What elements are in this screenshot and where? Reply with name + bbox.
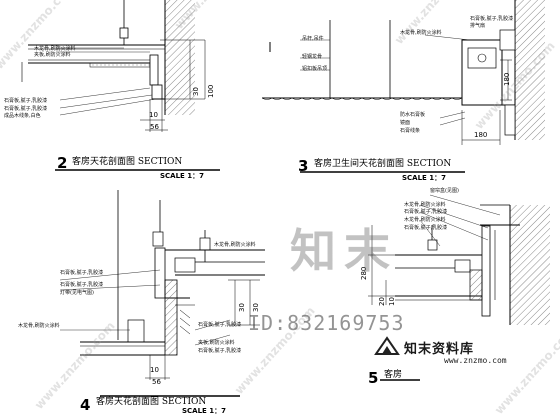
logo-url: www.znzmo.com [444, 356, 507, 365]
logo-icon [374, 336, 400, 355]
d4-label-1: 木龙骨,刷防火涂料 [214, 242, 256, 248]
d5-label-2: 木龙骨,刷防火涂料 [404, 202, 446, 208]
d2-label-1: 木龙骨,刷防火涂料 [34, 46, 76, 52]
d2-title: 客房天花剖面图 SECTION [72, 157, 183, 167]
d3-scale: SCALE 1：7 [402, 174, 447, 182]
d2-label-4: 石膏板,腻子,乳胶漆 [4, 106, 48, 112]
big-watermark: 知末 [290, 224, 398, 278]
d4-number: 4 [80, 396, 91, 414]
d4-dim-4: 56 [152, 378, 161, 386]
d2-dim-2: 100 [207, 84, 215, 98]
d2-number: 2 [57, 154, 68, 172]
d5-label-1: 窗帘盒(见图) [430, 188, 459, 194]
watermark-1: www.znzmo.com [0, 0, 78, 72]
d5-number: 5 [368, 369, 379, 387]
d5-label-5: 石膏板,腻子,乳胶漆 [404, 225, 448, 231]
d3-label-3: 铝扣板吊顶 [302, 66, 328, 72]
d2-dim-3: 10 [149, 111, 158, 119]
d5-dim-3: 10 [388, 297, 396, 306]
d2-label-2: 夹板,刷防火涂料 [34, 52, 71, 58]
d5-title: 客房 [384, 370, 403, 380]
watermark-7: www.znzmo.com [492, 324, 560, 417]
d3-label-5: 石膏板,腻子,乳胶漆 [470, 16, 514, 22]
d4-label-5: 木龙骨,刷防火涂料 [18, 323, 60, 329]
d2-label-3: 石膏板,腻子,乳胶漆 [4, 98, 48, 104]
d3-label-1: 吊杆,吊件 [302, 36, 324, 42]
id-label: ID: [248, 311, 288, 335]
d4-label-4: 灯带(见电气图) [60, 290, 94, 296]
d4-scale: SCALE 1：7 [182, 407, 227, 415]
d3-label-9: 石膏线条 [400, 128, 421, 134]
d4-label-3: 石膏板,腻子,乳胶漆 [60, 282, 104, 288]
d3-dim-2: 180 [474, 131, 488, 139]
d3-title: 客房卫生间天花剖面图 SECTION [314, 159, 452, 169]
d5-label-3: 石膏板,腻子,乳胶漆 [404, 209, 448, 215]
detail-2-drawing [21, 0, 220, 171]
d5-label-4: 木龙骨,刷防火涂料 [404, 217, 446, 223]
d3-label-4: 木龙骨,刷防火涂料 [400, 30, 442, 36]
d2-dim-4: 56 [150, 123, 159, 131]
id-number: 832169753 [287, 311, 405, 335]
logo-text: 知末资料库 [404, 342, 475, 357]
detail-3-drawing [261, 0, 545, 173]
d3-dim-1: 180 [503, 72, 511, 86]
d4-label-2: 石膏板,腻子,乳胶漆 [60, 270, 104, 276]
d2-dim-1: 30 [192, 87, 200, 96]
detail-5-drawing [368, 194, 550, 381]
d3-number: 3 [298, 157, 309, 175]
d4-dim-3: 10 [150, 366, 159, 374]
d4-label-8: 石膏板,腻子,乳胶漆 [198, 348, 242, 354]
detail-4-drawing [59, 190, 265, 397]
d5-dim-2: 20 [378, 297, 386, 306]
d2-label-5: 成品木线条,白色 [4, 113, 41, 119]
id-watermark: ID:832169753 [248, 312, 405, 334]
d3-label-6: 排气扇 [470, 23, 486, 29]
d3-label-7: 防水石膏板 [400, 112, 426, 118]
d2-scale: SCALE 1：7 [160, 172, 205, 180]
d4-label-6: 石膏板,腻子,乳胶漆 [198, 322, 242, 328]
d4-label-7: 夹板,刷防火涂料 [198, 340, 235, 346]
d4-dim-1: 30 [238, 303, 246, 312]
d3-label-8: 镜面 [400, 120, 411, 126]
d4-title: 客房天花剖面图 SECTION [96, 397, 207, 407]
d3-label-2: 轻钢龙骨 [302, 54, 323, 60]
